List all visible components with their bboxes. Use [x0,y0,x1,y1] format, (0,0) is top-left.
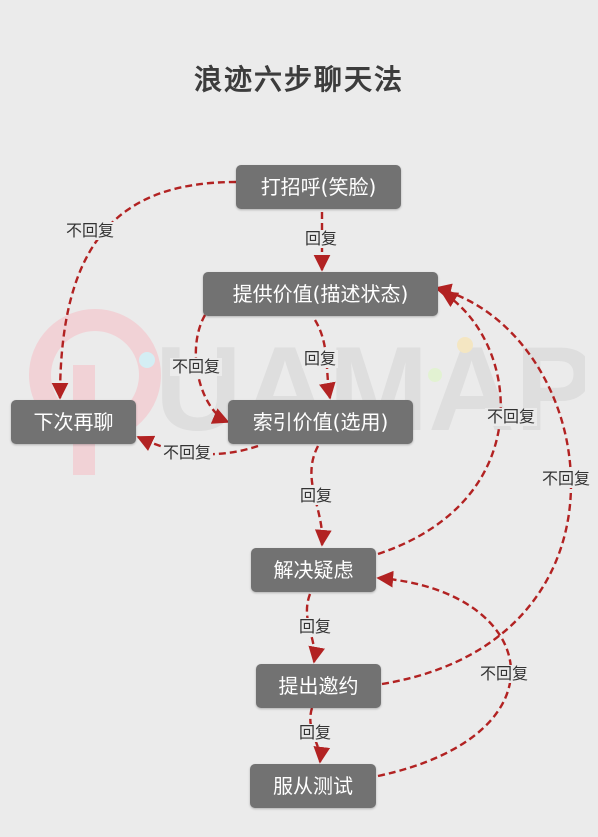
edge-label-greet-reply: 回复 [303,229,340,248]
edge-label-greet-no-reply: 不回复 [64,221,117,240]
node-talk-next-time: 下次再聊 [11,400,136,444]
node-make-invitation: 提出邀约 [256,664,381,708]
edge-label-test-no-reply: 不回复 [478,664,531,683]
edge-label-index-reply: 回复 [298,486,335,505]
diagram-title: 浪迹六步聊天法 [193,63,404,96]
edge-label-value-reply: 回复 [302,349,339,368]
edge-label-index-no-reply: 不回复 [161,443,214,462]
node-greet: 打招呼(笑脸) [236,165,401,209]
edge-label-value-no-reply: 不回复 [170,357,223,376]
edge-label-invite-reply: 回复 [297,723,334,742]
edge-label-invite-no-reply: 不回复 [540,469,593,488]
edge-invite-test [309,707,331,764]
node-resolve-doubts: 解决疑虑 [251,548,376,592]
edge-label-resolve-reply: 回复 [297,617,334,636]
edge-label-resolve-no-reply: 不回复 [485,407,538,426]
edge-value-index [194,314,230,424]
node-provide-value: 提供价值(描述状态) [203,272,438,316]
node-compliance-test: 服从测试 [250,764,376,808]
node-index-value: 索引价值(选用) [228,400,413,444]
